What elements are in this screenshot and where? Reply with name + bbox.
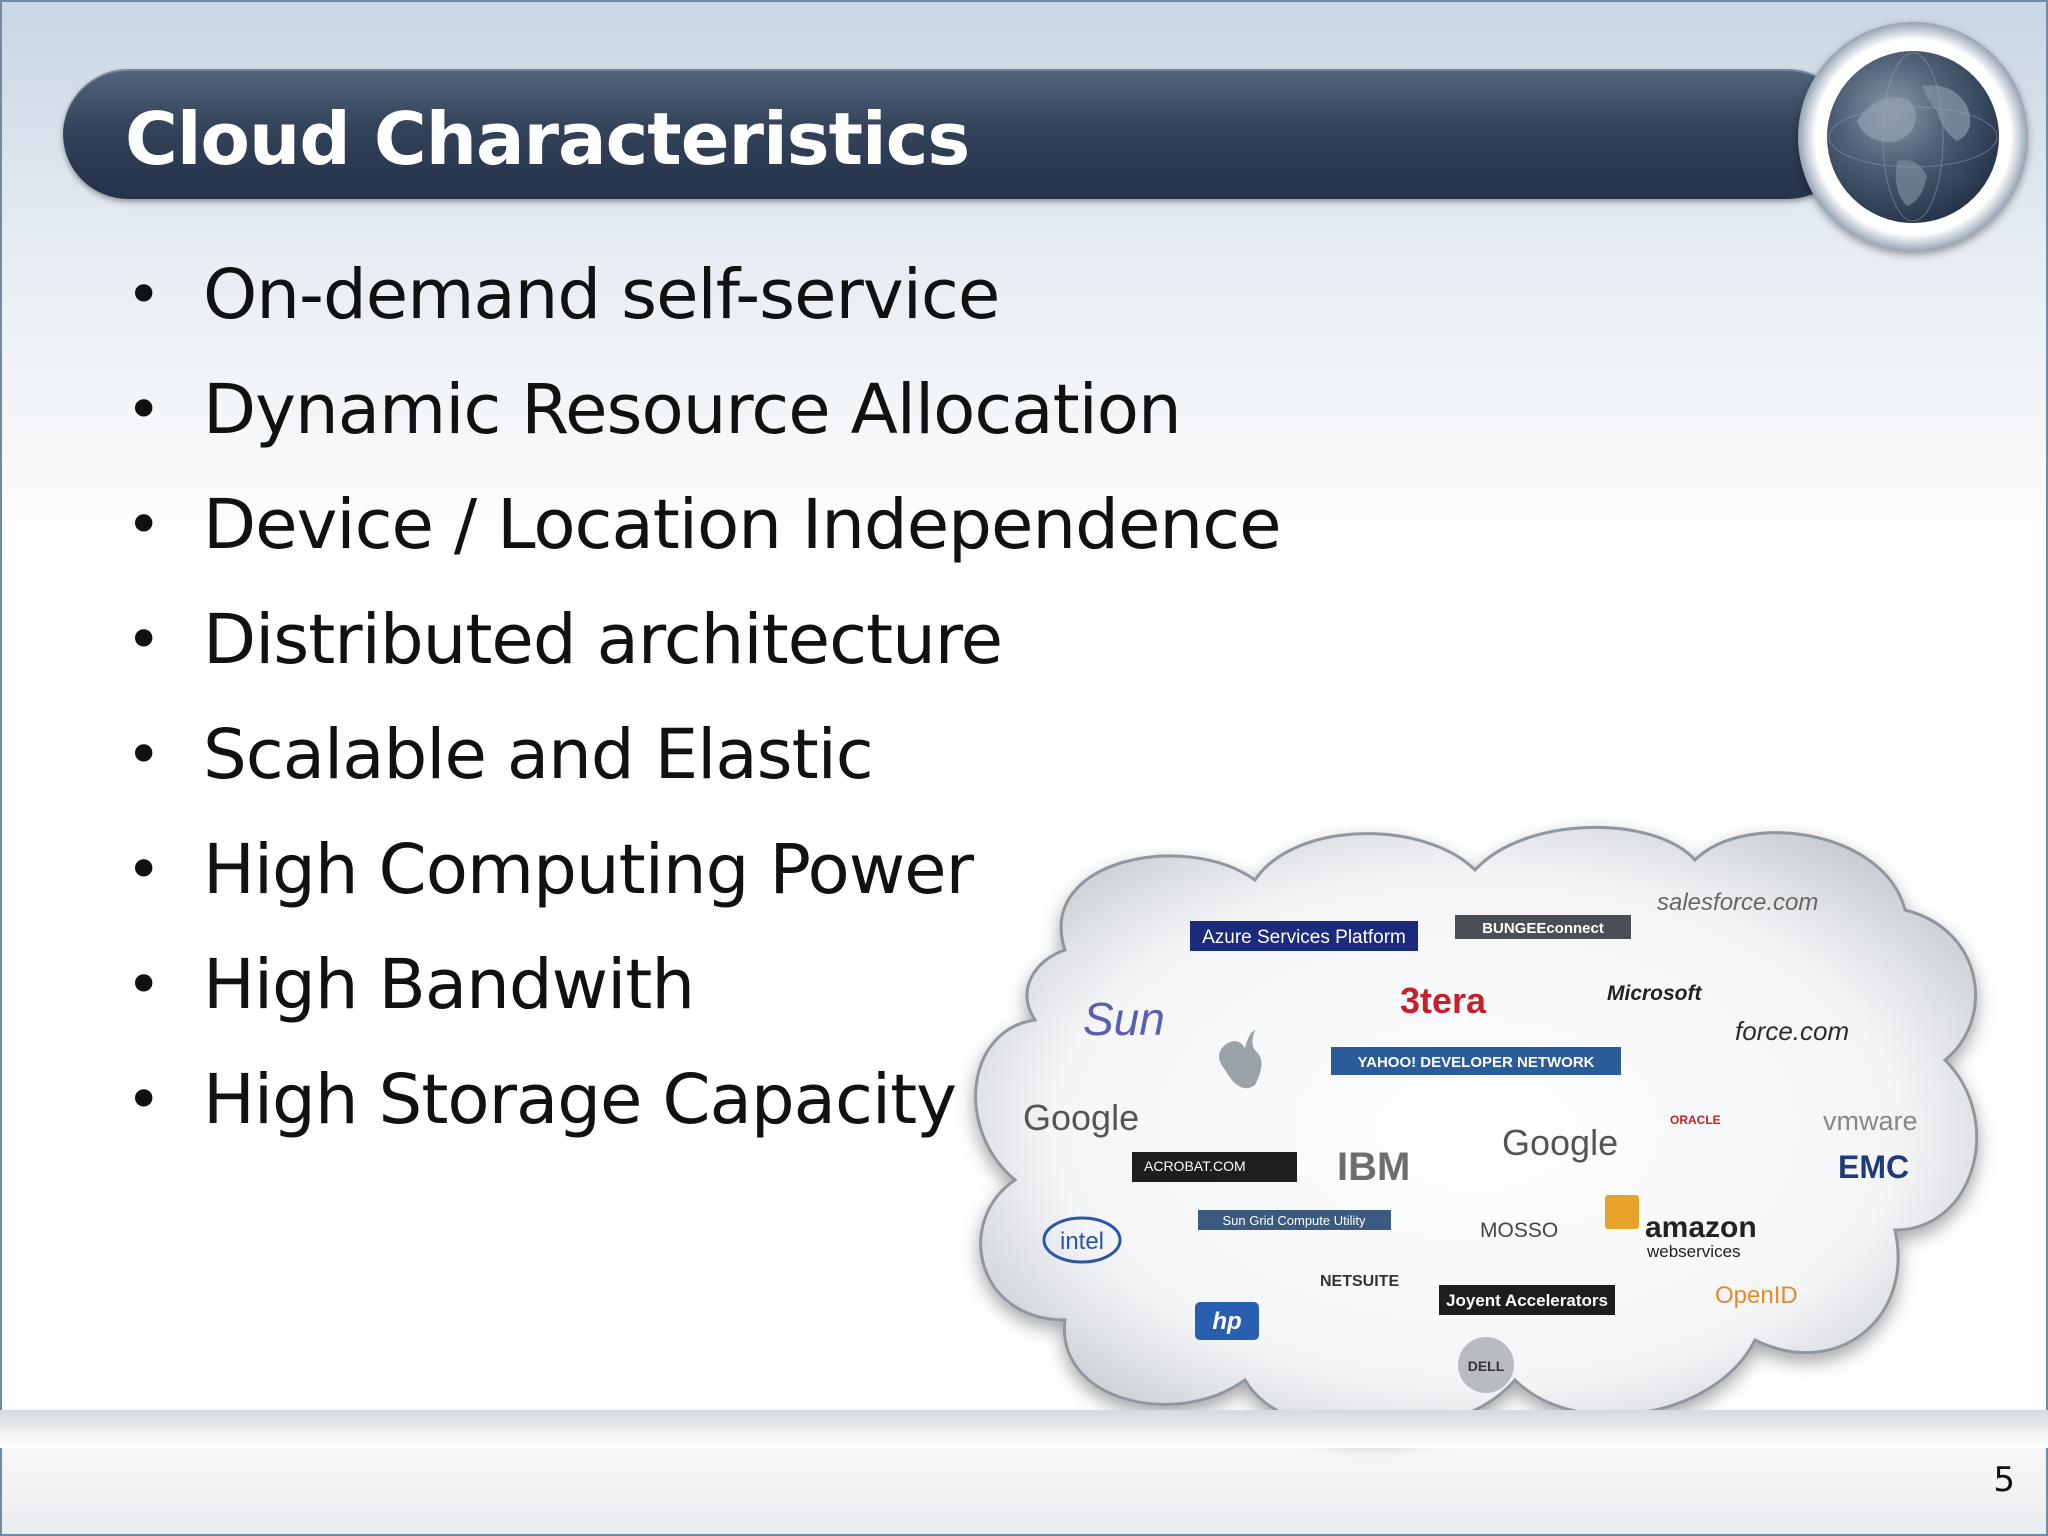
bullet-item: •Device / Location Independence	[126, 485, 1282, 565]
logo-microsoft: Microsoft	[1607, 982, 1703, 1005]
globe-icon	[1798, 22, 2028, 252]
bullet-text: High Storage Capacity	[203, 1060, 957, 1140]
cloud-shape	[974, 825, 1979, 1434]
logo-acrobat: ACROBAT.COM	[1144, 1158, 1246, 1174]
logo-amazon: amazon	[1645, 1211, 1757, 1244]
bullet-item: •High Storage Capacity	[126, 1060, 957, 1140]
bullet-text: Device / Location Independence	[203, 485, 1282, 565]
logo-netsuite: NETSUITE	[1320, 1273, 1399, 1290]
bottom-band	[0, 1410, 2048, 1448]
logo-sungrid: Sun Grid Compute Utility	[1222, 1213, 1366, 1228]
bullet-text: Distributed architecture	[203, 600, 1003, 680]
logo-google: Google	[1502, 1122, 1618, 1163]
logo-dell: DELL	[1468, 1358, 1505, 1374]
bullet-text: Dynamic Resource Allocation	[203, 370, 1182, 450]
bullet-item: •High Computing Power	[126, 830, 974, 910]
title-bar	[63, 69, 1853, 199]
logo-ibm: IBM	[1337, 1145, 1410, 1189]
logo-openid: OpenID	[1715, 1282, 1798, 1309]
bullet-item: •Scalable and Elastic	[126, 715, 874, 795]
logo-3tera: 3tera	[1400, 980, 1487, 1021]
logo-vmware: vmware	[1823, 1106, 1918, 1136]
logo-salesforce: salesforce.com	[1657, 889, 1818, 916]
logo-emc: EMC	[1838, 1149, 1909, 1185]
logo-joyent: Joyent Accelerators	[1446, 1291, 1608, 1310]
bullet-item: •On-demand self-service	[126, 255, 1000, 335]
logo-yahoo: YAHOO! DEVELOPER NETWORK	[1358, 1054, 1595, 1071]
slide-title: Cloud Characteristics	[125, 97, 970, 181]
bullet-item: •High Bandwith	[126, 945, 695, 1025]
logo-bungee: BUNGEEconnect	[1482, 920, 1604, 937]
bullet-item: •Dynamic Resource Allocation	[126, 370, 1182, 450]
logo-force: force.com	[1735, 1016, 1849, 1046]
bullet-list: •On-demand self-service •Dynamic Resourc…	[118, 238, 1282, 1158]
bullet-item: •Distributed architecture	[126, 600, 1003, 680]
bullet-text: High Computing Power	[203, 830, 974, 910]
logo-amazon-sub: webservices	[1646, 1242, 1741, 1261]
logo-azure: Azure Services Platform	[1202, 927, 1406, 948]
logo-hp: hp	[1212, 1308, 1241, 1335]
bullet-text: On-demand self-service	[203, 255, 1000, 335]
logo-mosso: MOSSO	[1480, 1219, 1558, 1242]
logo-sun: Sun	[1083, 993, 1165, 1045]
bullet-text: High Bandwith	[203, 945, 695, 1025]
cloud-image: Azure Services Platform BUNGEEconnect sa…	[955, 800, 2005, 1460]
apple-icon	[1219, 1030, 1262, 1089]
logo-oracle: ORACLE	[1670, 1113, 1721, 1127]
logo-intel: intel	[1060, 1228, 1104, 1255]
page-number: 5	[1993, 1460, 2015, 1500]
bullet-text: Scalable and Elastic	[203, 715, 874, 795]
logo-google-appengine: Google	[1023, 1097, 1139, 1138]
